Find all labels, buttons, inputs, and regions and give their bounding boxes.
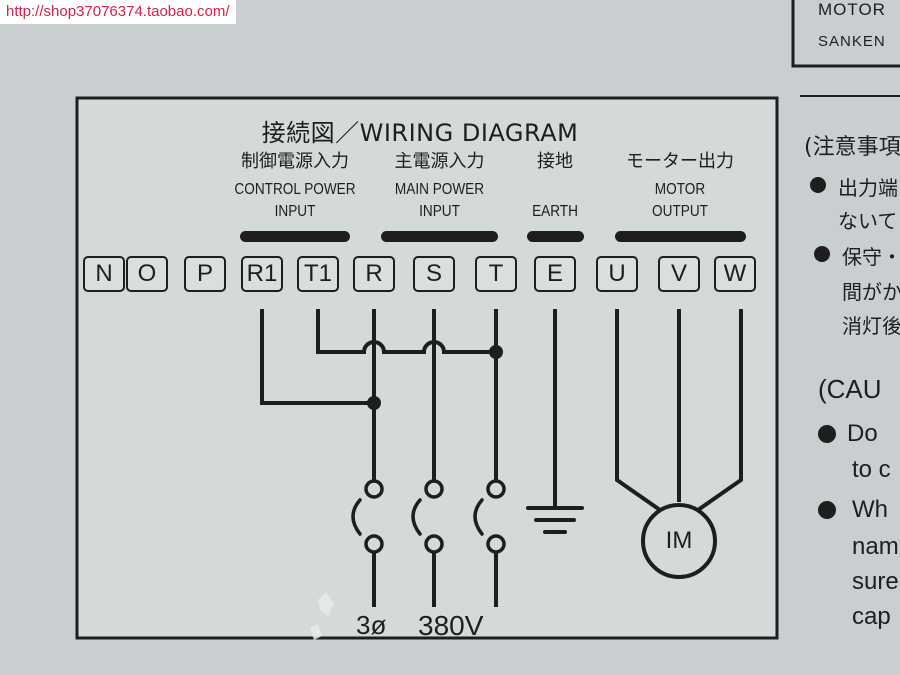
main-power-en2: INPUT	[419, 203, 460, 220]
terminal-u: U	[596, 256, 638, 292]
terminal-t1: T1	[297, 256, 339, 292]
terminal-r: R	[353, 256, 395, 292]
main-power-bar	[381, 231, 498, 242]
watermark-url: http://shop37076374.taobao.com/	[0, 0, 236, 24]
wire-r1	[260, 309, 376, 405]
breaker-contact	[364, 534, 384, 554]
caution-jp-heading: (注意事項	[804, 135, 900, 160]
bullet-dot	[818, 501, 836, 519]
breaker-contact	[424, 479, 444, 499]
caution-jp-line: 間がか	[842, 280, 900, 304]
motor-output-en2: OUTPUT	[652, 203, 708, 220]
junction-dot	[367, 396, 381, 410]
caution-jp-line: 保守・	[842, 245, 900, 269]
bullet-dot	[818, 425, 836, 443]
wire-u	[615, 309, 663, 513]
breaker-arc	[411, 498, 422, 536]
motor-output-en1: MOTOR	[654, 181, 706, 198]
terminal-n: N	[83, 256, 125, 292]
caution-jp-line: ないて	[838, 209, 898, 233]
control-power-en1: CONTROL POWER	[234, 181, 356, 198]
terminal-t: T	[475, 256, 517, 292]
caution-en-line: nam	[852, 533, 899, 560]
wire-w	[695, 309, 743, 513]
caution-en-line: to c	[852, 456, 891, 483]
control-power-en2: INPUT	[274, 203, 316, 220]
main-power-jp: 主電源入力	[394, 151, 485, 172]
terminal-r1: R1	[241, 256, 283, 292]
motor-output-bar	[615, 231, 746, 242]
nameplate-box	[791, 0, 900, 68]
breaker-contact	[486, 479, 506, 499]
supply-voltage: 380V	[418, 610, 484, 641]
terminal-p: P	[184, 256, 226, 292]
motor-output-jp: モーター出力	[626, 151, 734, 172]
supply-phase: 3ø	[356, 610, 387, 640]
terminal-o: O	[126, 256, 168, 292]
earth-bar	[527, 231, 584, 242]
terminal-s: S	[413, 256, 455, 292]
earth-jp: 接地	[537, 151, 573, 172]
breaker-contact	[486, 534, 506, 554]
motor-label: IM	[665, 527, 693, 554]
breaker-arc	[351, 498, 362, 536]
paint-scratch	[318, 592, 334, 616]
caution-en-line: Do	[847, 420, 878, 447]
junction-dot	[489, 345, 503, 359]
bullet-dot	[814, 246, 830, 262]
caution-en-line: Wh	[852, 496, 888, 523]
breaker-contact	[424, 534, 444, 554]
caution-en-line: sure	[852, 568, 899, 595]
caution-en-line: cap	[852, 603, 891, 630]
caution-jp-line: 出力端	[838, 176, 898, 200]
nameplate-line-2: SANKEN	[818, 33, 886, 50]
diagram-title: 接続図／WIRING DIAGRAM	[261, 119, 579, 147]
breaker-contact	[364, 479, 384, 499]
bullet-dot	[810, 177, 826, 193]
terminal-e: E	[534, 256, 576, 292]
wire-t1	[316, 309, 498, 354]
paint-scratch	[310, 624, 322, 640]
terminal-w: W	[714, 256, 756, 292]
main-power-en1: MAIN POWER	[394, 181, 485, 198]
terminal-v: V	[658, 256, 700, 292]
nameplate-line-1: MOTOR	[818, 0, 886, 19]
earth-en1: EARTH	[532, 203, 578, 220]
caution-en-heading: (CAU	[818, 374, 882, 404]
control-power-bar	[240, 231, 350, 242]
caution-jp-line: 消灯後	[842, 314, 900, 338]
breaker-arc	[473, 498, 484, 536]
control-power-jp: 制御電源入力	[241, 151, 349, 172]
motor-symbol	[641, 503, 717, 579]
